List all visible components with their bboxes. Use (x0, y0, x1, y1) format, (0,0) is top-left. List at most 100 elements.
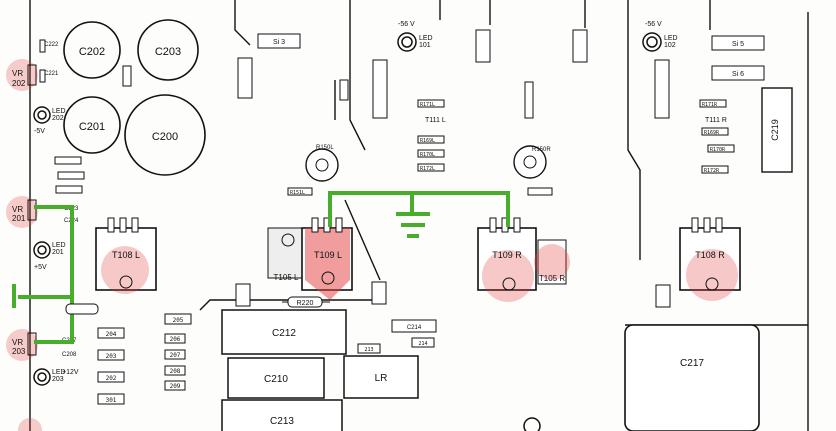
small-rect-r213: 213 (357, 343, 381, 354)
svg-text:203: 203 (12, 347, 26, 356)
capacitor-c210: C210 (227, 357, 325, 399)
transistor-t109l: T109 L (301, 217, 353, 300)
led-102 (642, 32, 662, 52)
trimmer-vr202: VR 202 (6, 59, 38, 91)
label-r172l: R172L (420, 166, 435, 172)
label-c221: C221 (44, 71, 59, 77)
svg-text:C210: C210 (264, 374, 288, 385)
led-201 (33, 241, 51, 259)
svg-text:T108 L: T108 L (112, 250, 140, 260)
led-101 (397, 32, 417, 52)
svg-text:LED: LED (664, 35, 678, 42)
fuse-si6: Si 6 (711, 65, 765, 81)
center-resistors (287, 79, 735, 196)
label-206: 206 (170, 336, 181, 343)
label-202: 202 (106, 375, 117, 382)
trimmer-vr201: VR 201 (6, 196, 38, 228)
svg-text:213: 213 (364, 347, 373, 353)
svg-text:LED: LED (419, 35, 433, 42)
trimpot-r150l: R150L (305, 145, 339, 182)
svg-text:201: 201 (52, 249, 64, 256)
svg-text:T108 R: T108 R (695, 250, 725, 260)
svg-text:101: 101 (419, 42, 431, 49)
svg-text:LR: LR (375, 373, 388, 384)
led-202 (33, 106, 51, 124)
label-t111l: T111 L (425, 117, 446, 124)
capacitor-c217: C217 (624, 324, 760, 431)
mounting-hole (523, 417, 541, 431)
label-r169l: R169L (420, 138, 435, 144)
svg-text:C201: C201 (79, 121, 105, 133)
svg-text:R150L: R150L (316, 145, 334, 151)
svg-text:C212: C212 (272, 328, 296, 339)
resistor-cluster-left (39, 39, 132, 194)
resistor-r220: R220 (282, 296, 330, 308)
bottom-left-resistors (65, 303, 192, 405)
capacitor-c203: C203 (137, 19, 199, 81)
fuse-si5: Si 5 (711, 35, 765, 51)
svg-text:C219: C219 (770, 119, 780, 141)
label-301: 301 (106, 397, 117, 404)
voltage-pos12: +12V (62, 369, 79, 376)
capacitor-c219: C219 (761, 87, 793, 173)
svg-text:Si 6: Si 6 (732, 71, 744, 78)
label-r151l: R151L (290, 190, 305, 196)
svg-text:VR: VR (12, 69, 23, 78)
led-203 (33, 368, 51, 386)
svg-text:T109 L: T109 L (314, 250, 342, 260)
svg-text:201: 201 (12, 214, 26, 223)
trimmer-vr203: VR 203 (6, 329, 38, 361)
svg-text:C200: C200 (152, 131, 178, 143)
svg-text:C213: C213 (270, 416, 294, 427)
svg-text:T109 R: T109 R (492, 250, 522, 260)
trimmer-vr-bottom (18, 418, 42, 431)
led-202-label: LED (52, 108, 66, 115)
label-r170r: R170R (710, 147, 726, 153)
transistor-t108r: T108 R (679, 217, 741, 301)
label-r171r: R171R (702, 102, 718, 108)
svg-text:T105 R: T105 R (539, 274, 565, 283)
label-c208: C208 (62, 352, 77, 358)
label-r169r: R169R (704, 130, 720, 136)
label-r170l: R170L (420, 152, 435, 158)
capacitor-c212: C212 (221, 309, 347, 355)
svg-text:203: 203 (52, 376, 64, 383)
svg-text:LED: LED (52, 242, 66, 249)
svg-text:C214: C214 (407, 325, 422, 331)
svg-text:Si 3: Si 3 (273, 39, 285, 46)
capacitor-c213: C213 (221, 399, 343, 431)
label-207: 207 (170, 352, 181, 359)
voltage-neg56-right: -56 V (645, 21, 662, 28)
transistor-t105r: T105 R (534, 239, 570, 285)
label-r172r: R172R (704, 168, 720, 174)
svg-text:LED: LED (52, 369, 66, 376)
transistor-t105l: T105 L (267, 227, 305, 282)
transistor-t108l: T108 L (95, 217, 157, 294)
svg-text:C217: C217 (680, 358, 704, 369)
label-r171l: R171L (420, 102, 435, 108)
voltage-pos5: +5V (34, 264, 47, 271)
svg-text:C202: C202 (79, 46, 105, 58)
svg-text:R150R: R150R (532, 147, 551, 153)
label-208: 208 (170, 368, 181, 375)
voltage-neg5: -5V (34, 128, 45, 135)
svg-text:C203: C203 (155, 46, 181, 58)
label-205: 205 (173, 317, 184, 324)
svg-text:214: 214 (418, 341, 427, 347)
connector-headers (235, 29, 671, 308)
small-rect-r214: 214 (411, 337, 435, 348)
svg-text:VR: VR (12, 338, 23, 347)
label-204: 204 (106, 331, 117, 338)
trimpot-r150r: R150R (513, 145, 551, 179)
label-203: 203 (106, 353, 117, 360)
svg-text:Si 5: Si 5 (732, 41, 744, 48)
transistor-t109r: T109 R (477, 217, 537, 302)
label-209: 209 (170, 383, 181, 390)
capacitor-c201: C201 (63, 96, 121, 154)
capacitor-c214: C214 (391, 319, 437, 333)
inductor-lr: LR (343, 355, 419, 399)
capacitor-c200: C200 (124, 94, 206, 176)
svg-text:R220: R220 (297, 300, 314, 307)
